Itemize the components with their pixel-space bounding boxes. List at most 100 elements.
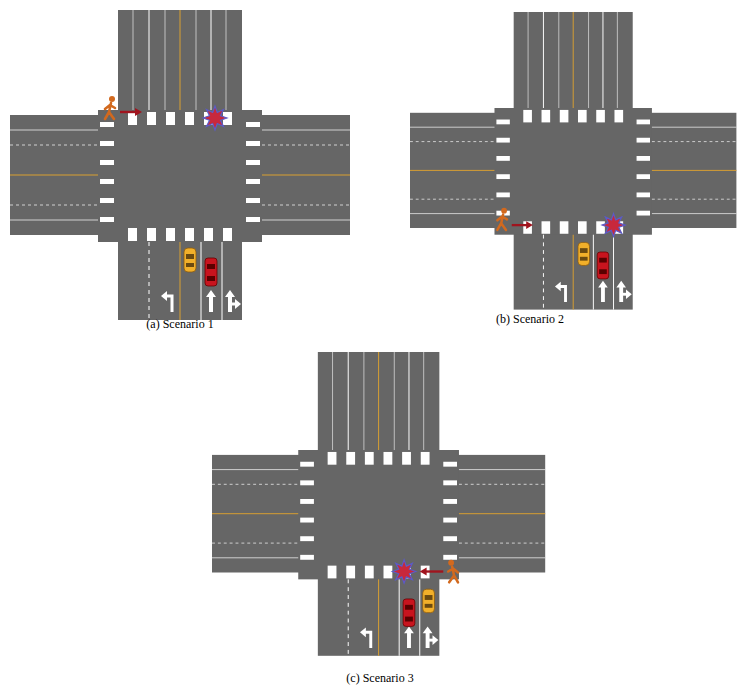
lane-line <box>348 352 349 450</box>
collision-mark <box>602 214 625 237</box>
crosswalk-stripe <box>328 452 337 465</box>
crosswalk-stripe <box>128 228 137 241</box>
crosswalk-stripe <box>496 174 509 179</box>
lane-line <box>543 235 544 310</box>
crosswalk-stripe <box>246 179 260 184</box>
crosswalk-stripe <box>166 228 175 241</box>
car-window <box>207 276 215 281</box>
crosswalk-stripe <box>185 228 194 241</box>
yellow-car <box>423 589 435 613</box>
lane-line <box>652 199 736 200</box>
lane-line <box>10 205 98 206</box>
lane-line <box>543 12 544 108</box>
pedestrian-head <box>501 208 507 214</box>
pedestrian-body <box>105 103 115 119</box>
intersection-area <box>298 450 459 579</box>
lane-line <box>459 469 545 470</box>
crosswalk-stripe <box>496 120 509 125</box>
intersection <box>212 352 545 656</box>
crosswalk-stripe <box>578 110 587 122</box>
crosswalk-stripe <box>185 112 194 125</box>
right-turn-arrow-head <box>433 635 439 645</box>
red-car <box>205 258 217 286</box>
lane-line <box>212 469 298 470</box>
crosswalk-stripe <box>542 221 551 233</box>
pedestrian-body <box>448 567 458 583</box>
lane-line <box>212 543 298 544</box>
lane-line <box>212 557 298 558</box>
lane-line <box>262 175 350 176</box>
car-window <box>425 604 433 608</box>
crosswalk-stripe <box>346 566 355 579</box>
crosswalk-stripe <box>100 141 114 146</box>
lane-line <box>410 199 494 200</box>
crosswalk-stripe <box>100 122 114 127</box>
red-car <box>403 599 415 626</box>
crosswalk-stripe <box>637 156 650 161</box>
lane-line <box>378 579 379 655</box>
lane-line <box>212 513 298 514</box>
crosswalk-stripe <box>421 452 430 465</box>
lane-line <box>226 10 227 110</box>
lane-line <box>459 543 545 544</box>
lane-line <box>652 170 736 171</box>
lane-line <box>652 141 736 142</box>
crosswalk-stripe <box>596 221 605 233</box>
crosswalk-stripe <box>365 566 374 579</box>
crosswalk-stripe <box>300 499 314 504</box>
crosswalk-stripe <box>523 221 532 233</box>
car-window <box>580 257 588 261</box>
lane-line <box>399 579 400 655</box>
crosswalk-stripe <box>300 518 314 523</box>
crosswalk-stripe <box>147 112 156 125</box>
lane-line <box>512 224 527 226</box>
crosswalk-stripe <box>246 160 260 165</box>
crosswalk-stripe <box>166 112 175 125</box>
lane-line <box>262 145 350 146</box>
scenario-caption: (a) Scenario 1 <box>146 317 213 332</box>
pedestrian <box>497 208 507 230</box>
lane-line <box>602 12 603 108</box>
left-turn-arrow-head <box>555 282 561 292</box>
lane-line <box>211 10 212 110</box>
lane-line <box>165 10 166 110</box>
crosswalk-stripe <box>100 160 114 165</box>
lane-line <box>588 12 589 108</box>
car-window <box>599 269 607 274</box>
lane-line <box>120 111 136 113</box>
lane-line <box>593 235 594 310</box>
walk-arrow-head <box>135 108 142 116</box>
crosswalk-stripe <box>100 198 114 203</box>
crosswalk-stripe <box>496 156 509 161</box>
scenario-caption: (b) Scenario 2 <box>496 312 564 327</box>
lane-line <box>149 242 150 320</box>
lane-line <box>573 12 574 108</box>
lane-line <box>10 175 98 176</box>
car-window <box>580 248 588 253</box>
crosswalk-stripe <box>560 110 569 122</box>
crosswalk-stripe <box>637 211 650 216</box>
lane-line <box>410 170 494 171</box>
lane-line <box>652 127 736 128</box>
crosswalk-stripe <box>637 120 650 125</box>
crosswalk-stripe <box>100 179 114 184</box>
lane-line <box>652 213 736 214</box>
lane-line <box>222 242 223 320</box>
lane-line <box>348 579 349 655</box>
crosswalk-stripe <box>223 228 232 241</box>
lane-line <box>394 352 395 450</box>
lane-line <box>573 235 574 310</box>
crosswalk-stripe <box>300 462 314 467</box>
lane-line <box>363 352 364 450</box>
lane-line <box>10 145 98 146</box>
crosswalk-stripe <box>300 480 314 485</box>
crosswalk-stripe <box>443 555 457 560</box>
straight-arrow <box>404 626 414 648</box>
car-window <box>405 617 413 622</box>
car-window <box>599 258 607 263</box>
crosswalk-stripe <box>637 192 650 197</box>
crosswalk-stripe <box>637 174 650 179</box>
lane-line <box>410 213 494 214</box>
right-turn-arrow-head <box>626 289 632 299</box>
